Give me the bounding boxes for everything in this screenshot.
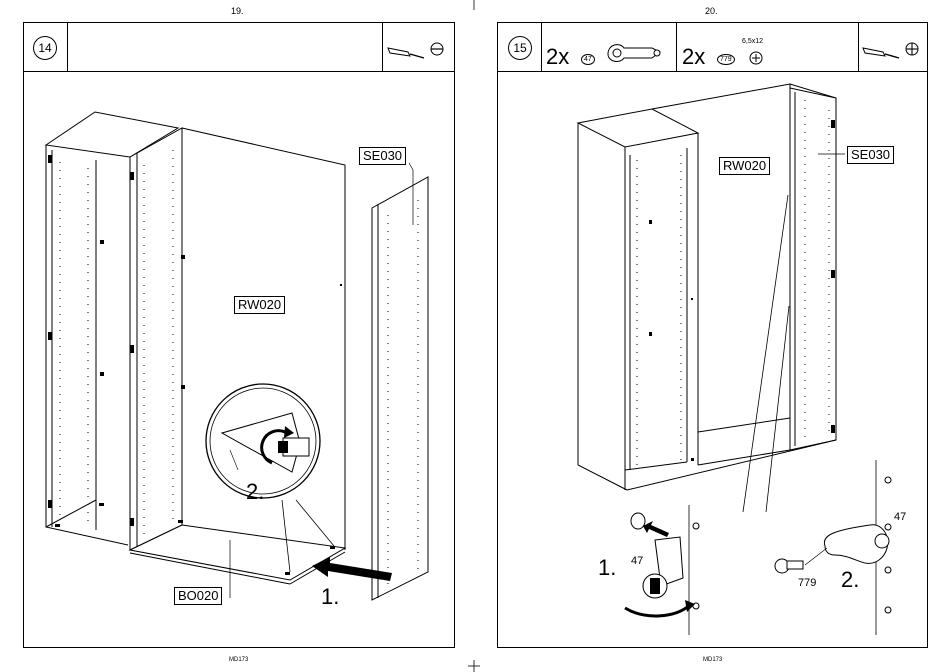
substep-2: 2.	[841, 567, 859, 593]
detail-step-2	[775, 460, 891, 635]
label-se030: SE030	[359, 147, 406, 165]
part-label-779: 779	[798, 577, 816, 589]
label-bo020: BO020	[174, 587, 222, 605]
substep-1: 1.	[598, 555, 616, 581]
label-se030: SE030	[847, 146, 894, 164]
label-rw020: RW020	[719, 157, 770, 175]
left-assembly-illustration	[0, 0, 475, 672]
label-rw020: RW020	[234, 296, 285, 314]
part-label-47: 47	[631, 555, 643, 567]
part-label-47: 47	[894, 511, 906, 523]
right-assembly-illustration	[475, 0, 950, 672]
substep-2: 2.	[246, 479, 264, 505]
detail-step-1	[625, 505, 699, 635]
substep-1: 1.	[321, 584, 339, 610]
